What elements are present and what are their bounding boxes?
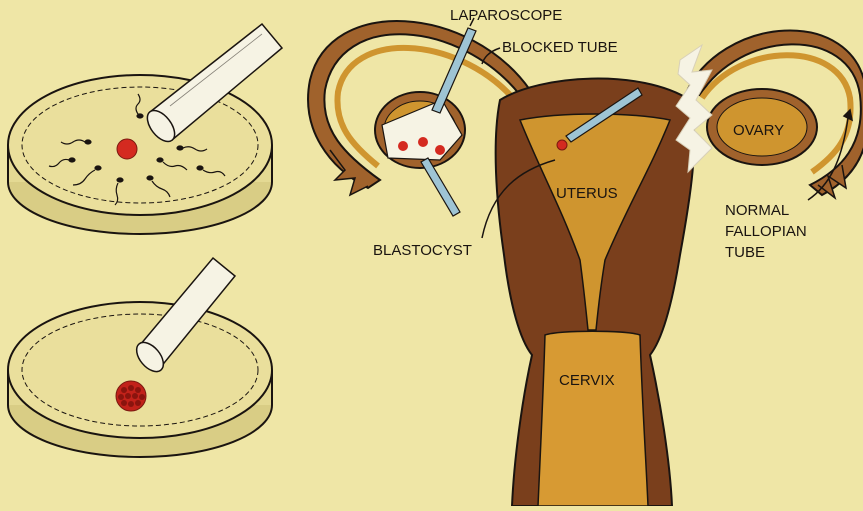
blastocyst-dot <box>557 140 567 150</box>
label-ovary: OVARY <box>733 122 784 139</box>
label-normal-tube-line3: TUBE <box>725 244 765 261</box>
cervix-region <box>538 331 648 506</box>
label-normal-tube-line2: FALLOPIAN <box>725 223 807 240</box>
label-normal-tube-line1: NORMAL <box>725 202 789 219</box>
label-blocked-tube: BLOCKED TUBE <box>502 39 618 56</box>
egg-cell <box>117 139 137 159</box>
label-laparoscope: LAPAROSCOPE <box>450 7 562 24</box>
cell-cluster <box>116 381 146 411</box>
label-cervix: CERVIX <box>559 372 615 389</box>
label-blastocyst: BLASTOCYST <box>373 242 472 259</box>
label-uterus: UTERUS <box>556 185 618 202</box>
